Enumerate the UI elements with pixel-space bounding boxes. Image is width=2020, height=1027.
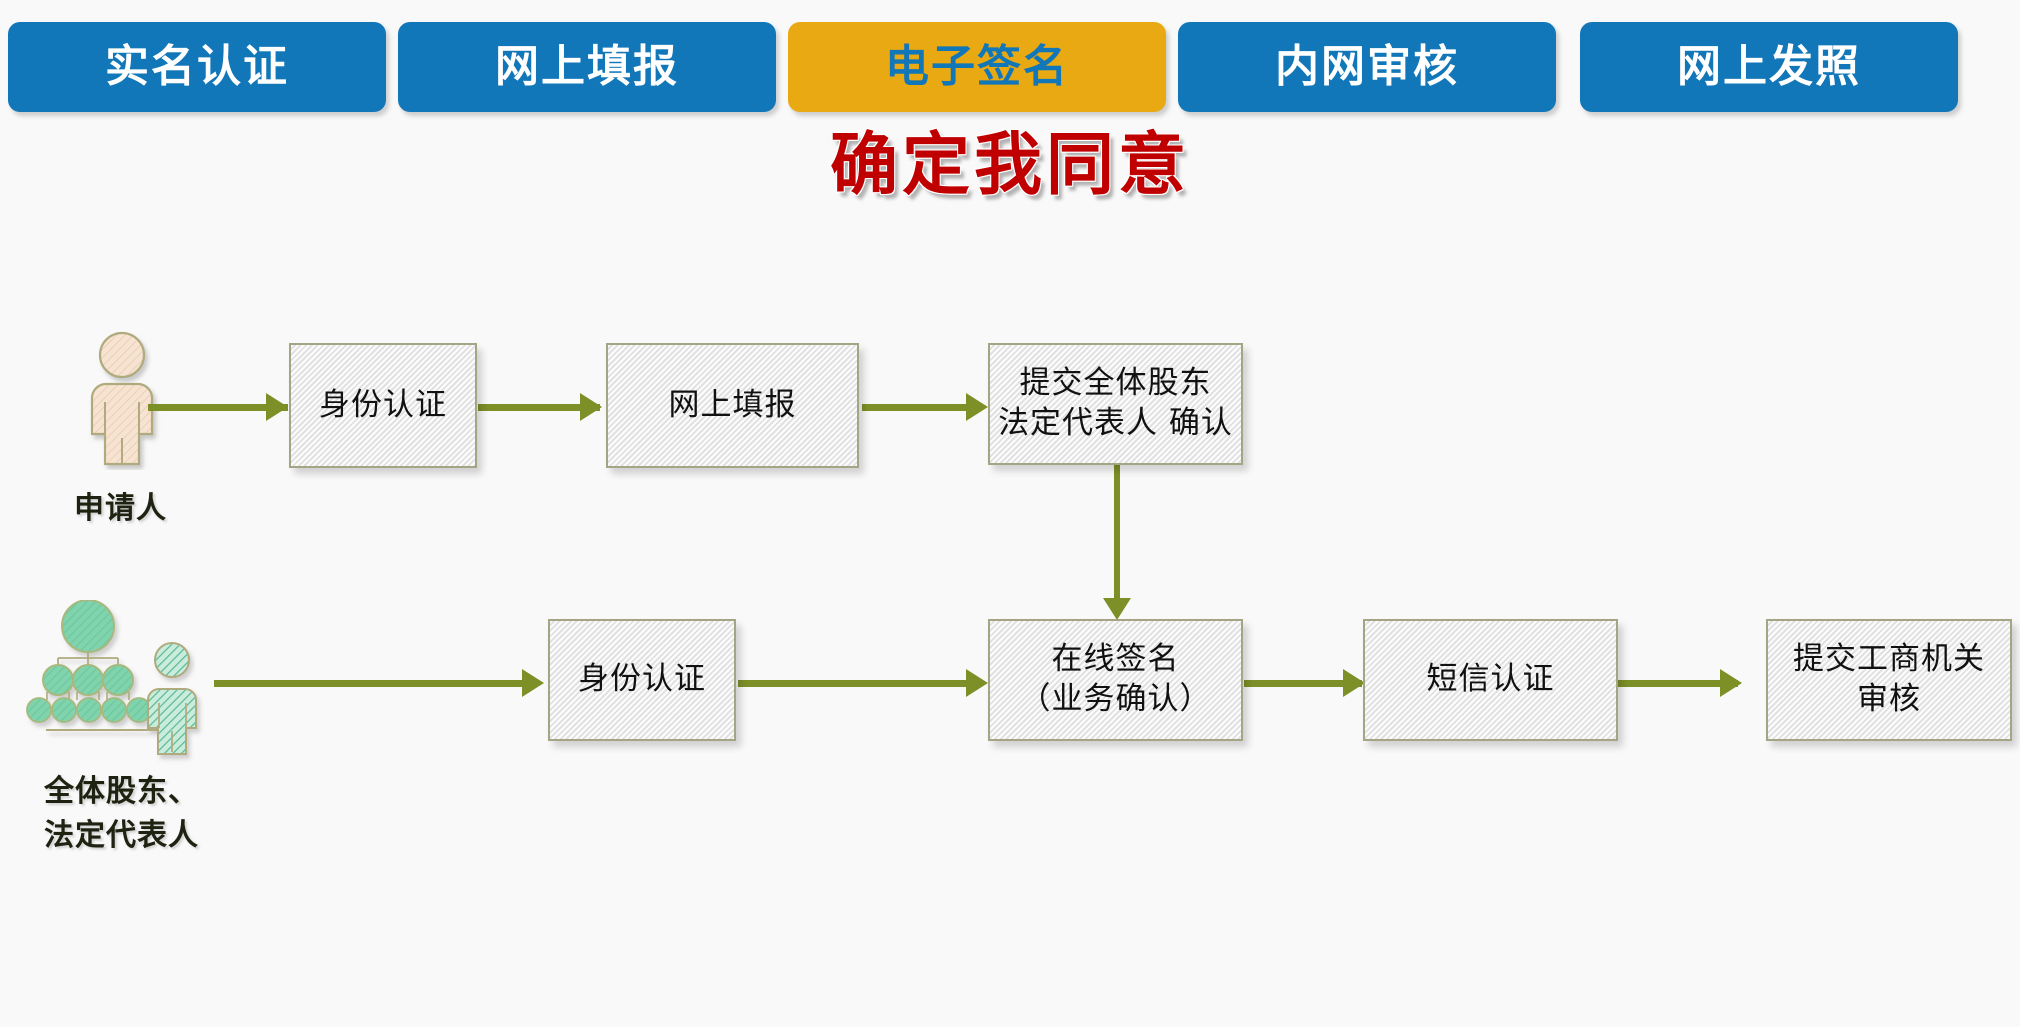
tab-label: 网上发照: [1677, 41, 1861, 92]
connector-signature-to-sms: [1244, 680, 1362, 687]
person-icon: [90, 331, 154, 466]
org-hierarchy-person-icon: [26, 600, 197, 755]
process-box-online-signature[interactable]: 在线签名 （业务确认）: [988, 619, 1243, 741]
tab-label: 网上填报: [495, 41, 679, 92]
connector-submit-to-signature: [1114, 462, 1120, 610]
process-box-identity-verification-2[interactable]: 身份认证: [548, 619, 736, 741]
actor-label-shareholders: 全体股东、 法定代表人: [44, 774, 199, 853]
connector-applicant-to-identity1: [148, 404, 288, 411]
arrow-head-icon: [522, 669, 544, 697]
connector-filing-to-submit: [862, 404, 982, 411]
tab-label: 实名认证: [105, 41, 289, 92]
tab-网上发照[interactable]: 网上发照: [1580, 22, 1958, 112]
process-box-identity-verification-1[interactable]: 身份认证: [289, 343, 477, 468]
connector-identity1-to-filing: [478, 404, 600, 411]
arrow-head-icon: [1720, 669, 1742, 697]
process-box-sms-verification[interactable]: 短信认证: [1363, 619, 1618, 741]
arrow-head-icon: [1343, 669, 1365, 697]
arrow-head-icon: [966, 393, 988, 421]
tab-label: 内网审核: [1275, 41, 1459, 92]
arrow-head-icon: [1103, 598, 1131, 620]
actor-label-applicant: 申请人: [74, 491, 167, 526]
connector-shareholders-to-identity2: [214, 680, 534, 687]
tab-网上填报[interactable]: 网上填报: [398, 22, 776, 112]
tab-label: 电子签名: [885, 41, 1069, 92]
tab-实名认证[interactable]: 实名认证: [8, 22, 386, 112]
page-title: 确定我同意: [829, 126, 1190, 205]
process-box-submit-confirmation[interactable]: 提交全体股东 法定代表人 确认: [988, 343, 1243, 465]
connector-sms-to-authority: [1618, 680, 1738, 687]
process-step-tabs: 实名认证 网上填报 电子签名 内网审核 网上发照: [0, 22, 2020, 112]
process-box-submit-to-authority[interactable]: 提交工商机关 审核: [1766, 619, 2012, 741]
arrow-head-icon: [266, 393, 288, 421]
connector-identity2-to-signature: [738, 680, 978, 687]
tab-内网审核[interactable]: 内网审核: [1178, 22, 1556, 112]
arrow-head-icon: [580, 393, 602, 421]
process-box-online-filing[interactable]: 网上填报: [606, 343, 859, 468]
tab-电子签名[interactable]: 电子签名: [788, 22, 1166, 112]
arrow-head-icon: [966, 669, 988, 697]
